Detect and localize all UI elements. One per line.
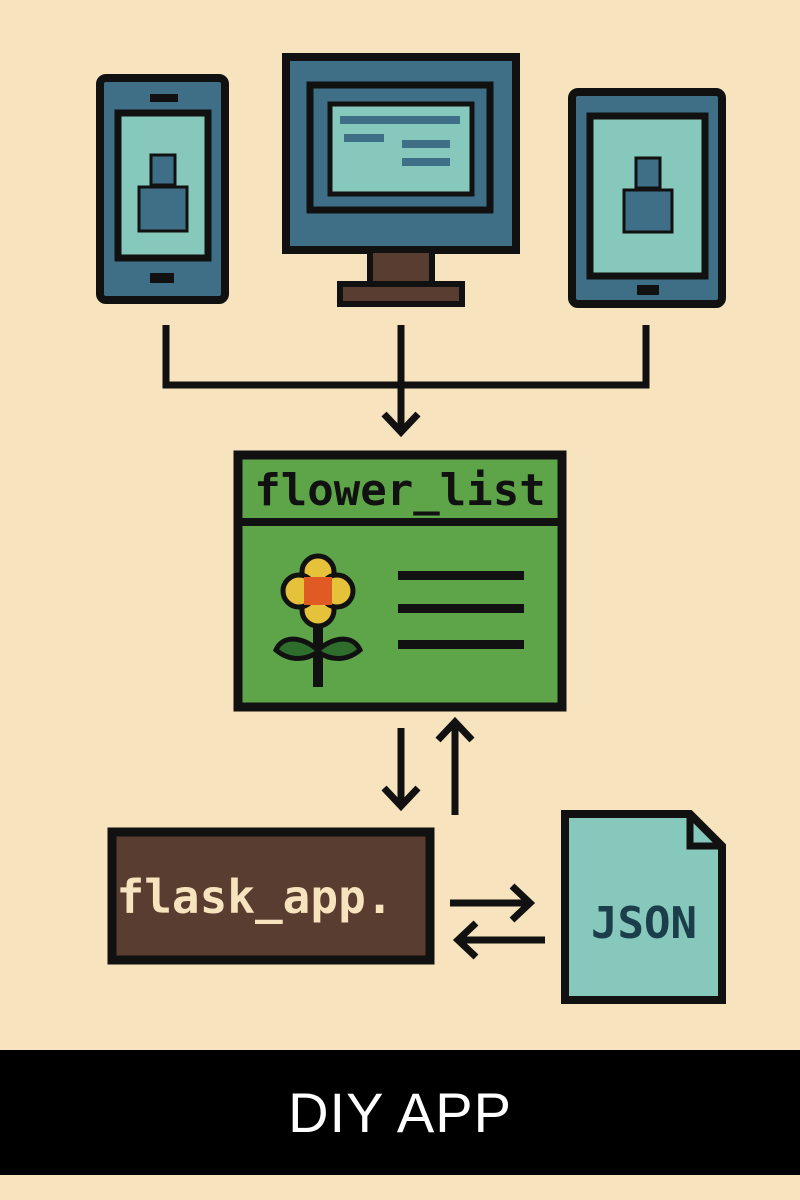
person-icon xyxy=(137,153,189,233)
arrow-icon xyxy=(435,716,475,815)
footer-banner: DIY APP xyxy=(0,1050,800,1175)
tablet-device xyxy=(568,88,726,308)
arrow-icon xyxy=(452,920,545,960)
desktop-monitor xyxy=(282,53,520,307)
arrow-icon xyxy=(450,883,536,923)
arrow-icon xyxy=(381,728,421,812)
architecture-diagram: flower_list flask_app. xyxy=(96,53,726,1004)
footer-title: DIY APP xyxy=(288,1081,512,1144)
arrow-icon xyxy=(381,411,421,438)
data-file-label: JSON xyxy=(591,898,697,949)
person-icon xyxy=(622,156,674,234)
component-label: flower_list xyxy=(254,465,545,516)
flower-list-component: flower_list xyxy=(233,450,567,712)
text-lines xyxy=(398,571,524,649)
flask-app-node: flask_app. xyxy=(107,827,435,965)
json-document: JSON xyxy=(561,810,726,1004)
document-icon xyxy=(561,810,726,1004)
server-label: flask_app. xyxy=(117,870,394,924)
device-connector xyxy=(162,325,650,430)
flower-icon xyxy=(272,553,364,687)
phone-device xyxy=(96,74,229,304)
